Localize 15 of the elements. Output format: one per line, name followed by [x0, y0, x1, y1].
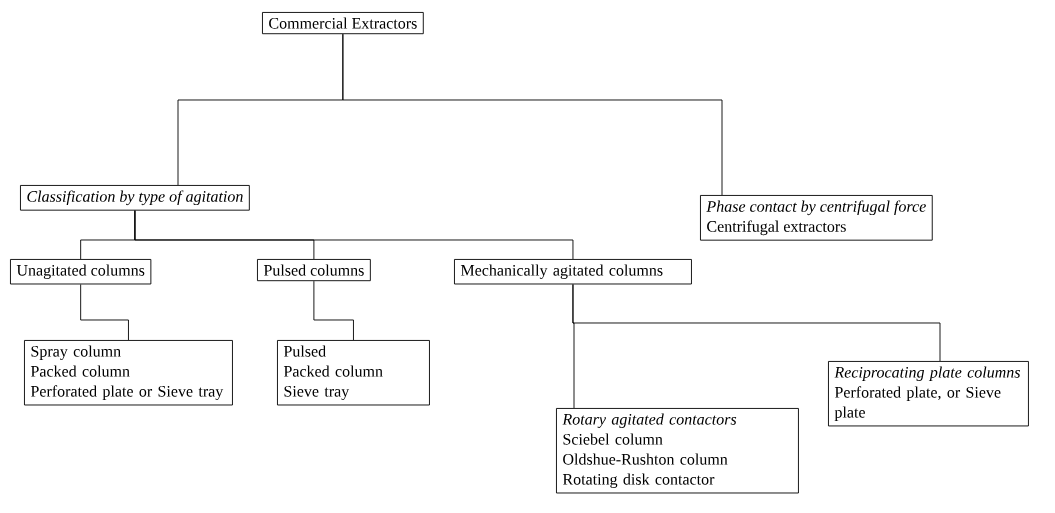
connector-line: [342, 33, 723, 196]
text-box: Classification by type of agitation: [20, 185, 250, 211]
connector-line: [572, 284, 941, 362]
text-box: Reciprocating plate columns Perforated plate, or Sieve plate: [828, 361, 1029, 427]
text-box: Unagitated columns: [10, 259, 152, 285]
text-box: Spray column Packed column Perforated plate or Sieve tray: [24, 340, 233, 406]
connector-line: [134, 210, 574, 260]
text-box: Mechanically agitated columns: [454, 259, 692, 285]
connector-line: [313, 280, 354, 341]
text-box: Phase contact by centrifugal force Centrifugal extractors: [700, 195, 933, 241]
text-box: Commercial Extractors: [262, 12, 424, 35]
text-box: Pulsed Packed column Sieve tray: [277, 340, 430, 406]
text-box: Pulsed columns: [257, 259, 371, 282]
connector-line: [80, 284, 129, 341]
text-box: Rotary agitated contactors Sciebel column Oldshue-Rushton column Rotating disk contactor: [556, 408, 799, 494]
